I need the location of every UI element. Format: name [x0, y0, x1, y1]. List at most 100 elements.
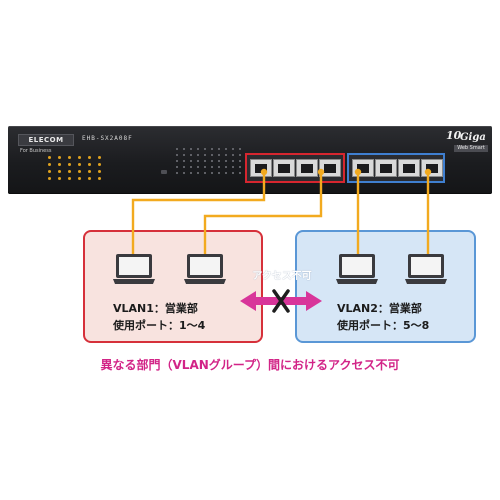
status-led-icon	[98, 170, 101, 173]
connector-dot	[260, 168, 268, 176]
indicator-dot	[239, 160, 241, 162]
indicator-dot	[197, 154, 199, 156]
vlan2-name: VLAN2：営業部	[337, 302, 422, 315]
indicator-dot	[211, 166, 213, 168]
status-led-icon	[68, 170, 71, 173]
status-led-icon	[98, 156, 101, 159]
indicator-dot	[204, 172, 206, 174]
laptop-icon	[405, 254, 447, 284]
indicator-dot	[211, 160, 213, 162]
indicator-dot	[204, 154, 206, 156]
indicator-dot	[190, 154, 192, 156]
model-number: EHB-SX2A08F	[82, 135, 133, 142]
led-column	[58, 156, 62, 184]
cross-icon	[272, 289, 290, 313]
led-column	[68, 156, 72, 184]
status-led-icon	[48, 163, 51, 166]
connector-dot	[317, 168, 325, 176]
indicator-dot	[197, 148, 199, 150]
indicator-dot	[232, 172, 234, 174]
status-led-icon	[58, 170, 61, 173]
indicator-dot	[204, 160, 206, 162]
indicator-dot	[232, 148, 234, 150]
connector-dot	[424, 168, 432, 176]
status-led-icon	[48, 156, 51, 159]
indicator-dot	[239, 154, 241, 156]
indicator-dot	[183, 172, 185, 174]
status-led-icon	[58, 177, 61, 180]
device-subtitle: For Business	[20, 148, 52, 154]
vlan2-zone: VLAN2：営業部 使用ポート：5～8	[295, 230, 476, 343]
status-led-icon	[48, 177, 51, 180]
status-led-icon	[98, 163, 101, 166]
status-led-icon	[78, 170, 81, 173]
brand-mark-sub: Web Smart	[454, 145, 488, 152]
indicator-dot	[239, 148, 241, 150]
indicator-dot	[211, 148, 213, 150]
indicator-dot	[232, 154, 234, 156]
status-led-icon	[48, 170, 51, 173]
indicator-dot	[232, 166, 234, 168]
status-led-icon	[88, 170, 91, 173]
indicator-dot	[183, 154, 185, 156]
status-led-icon	[78, 156, 81, 159]
indicator-dot	[225, 148, 227, 150]
vlan1-ports: 使用ポート：1～4	[113, 319, 206, 332]
indicator-dot	[218, 160, 220, 162]
vlan2-port-group	[347, 153, 445, 183]
vlan1-name: VLAN1：営業部	[113, 302, 198, 315]
vlan1-zone: VLAN1：営業部 使用ポート：1～4	[83, 230, 263, 343]
led-column	[88, 156, 92, 184]
indicator-dot	[176, 166, 178, 168]
indicator-dot	[176, 148, 178, 150]
led-column	[48, 156, 52, 184]
ethernet-port-icon	[296, 159, 318, 177]
indicator-dot	[204, 166, 206, 168]
status-led-icon	[68, 156, 71, 159]
indicator-dot	[211, 172, 213, 174]
logo-text: ELECOM	[28, 136, 64, 144]
elecom-logo: ELECOM	[18, 134, 74, 146]
indicator-dot	[218, 148, 220, 150]
indicator-dot	[183, 160, 185, 162]
indicator-dot	[225, 154, 227, 156]
access-denied-label: アクセス不可	[252, 271, 312, 282]
status-led-icon	[68, 163, 71, 166]
status-led-icon	[58, 163, 61, 166]
laptop-icon	[184, 254, 226, 284]
diagram-caption: 異なる部門（VLANグループ）間におけるアクセス不可	[100, 358, 400, 372]
indicator-dot	[197, 166, 199, 168]
led-column	[98, 156, 102, 184]
laptop-icon	[113, 254, 155, 284]
indicator-dot	[218, 172, 220, 174]
indicator-dot	[176, 172, 178, 174]
status-led-icon	[78, 177, 81, 180]
ethernet-port-icon	[375, 159, 397, 177]
indicator-dot	[183, 166, 185, 168]
vlan2-ports: 使用ポート：5～8	[337, 319, 430, 332]
indicator-dot	[197, 160, 199, 162]
cable-vlan1-a	[131, 172, 266, 256]
indicator-dot	[190, 148, 192, 150]
led-column	[78, 156, 82, 184]
cable-vlan1-b	[203, 172, 323, 256]
status-led-icon	[88, 156, 91, 159]
indicator-dot	[232, 160, 234, 162]
brand-mark-word: Giga	[460, 132, 486, 143]
vlan1-port-group	[245, 153, 345, 183]
status-led-icon	[78, 163, 81, 166]
indicator-dot	[204, 148, 206, 150]
reset-button	[161, 170, 167, 174]
indicator-dot	[197, 172, 199, 174]
indicator-dot	[225, 166, 227, 168]
indicator-dot	[218, 166, 220, 168]
port-indicator-grid	[176, 148, 252, 178]
indicator-dot	[190, 172, 192, 174]
status-led-icon	[98, 177, 101, 180]
indicator-dot	[190, 160, 192, 162]
indicator-dot	[239, 166, 241, 168]
status-led-icon	[88, 163, 91, 166]
indicator-dot	[190, 166, 192, 168]
indicator-dot	[225, 172, 227, 174]
